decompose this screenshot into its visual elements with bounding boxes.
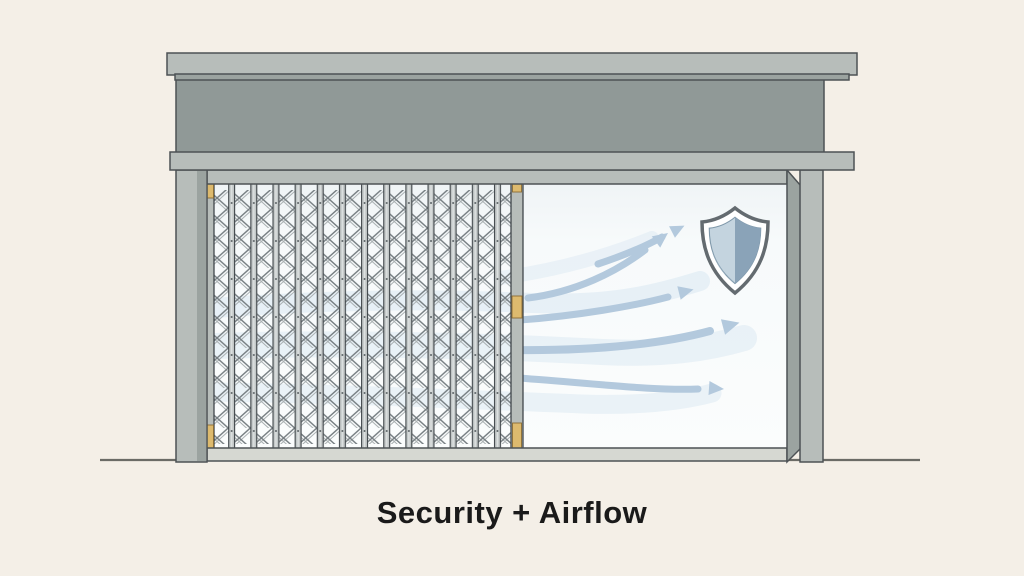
floor-sill	[206, 447, 788, 462]
airflow-arrow-icon	[514, 374, 724, 395]
shield-icon	[700, 205, 770, 296]
airflow-arrow-icon	[511, 319, 740, 355]
brass-hinge	[512, 422, 522, 451]
lintel	[169, 151, 855, 171]
gate-slats	[206, 176, 518, 450]
right-pillar-bevel	[786, 168, 802, 464]
security-gate	[204, 173, 524, 453]
cornice-lip	[174, 73, 850, 81]
gate-top-track	[206, 169, 788, 185]
caption: Security + Airflow	[0, 495, 1024, 531]
fascia-panel	[175, 76, 825, 156]
airflow-arrow-icon	[594, 225, 685, 268]
brass-hinge	[511, 295, 523, 319]
airflow-arrow-icon	[516, 286, 694, 324]
left-pillar-shade	[197, 171, 206, 461]
storefront-frame	[166, 52, 858, 464]
caption-text: Security + Airflow	[376, 495, 648, 530]
cornice	[166, 52, 858, 76]
right-pillar	[799, 169, 824, 463]
